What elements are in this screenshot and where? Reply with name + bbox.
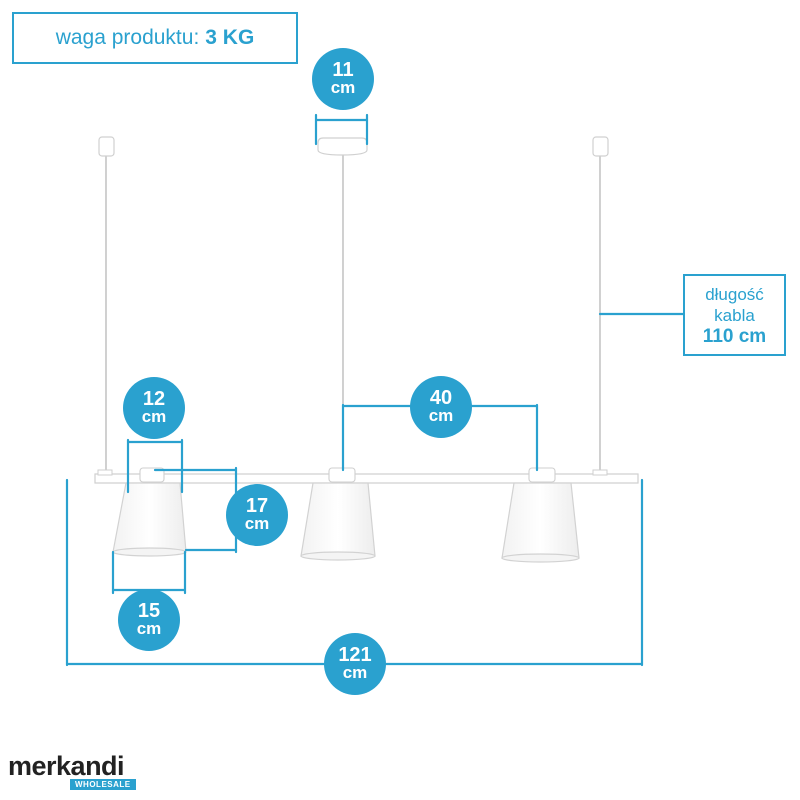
lamp-bar — [94, 469, 639, 484]
canopy-width-unit: cm — [330, 78, 356, 97]
lamp-holders — [139, 467, 556, 483]
total-width-unit: cm — [342, 663, 368, 682]
merkandi-logo: merkandi WHOLESALE — [8, 751, 136, 790]
product-weight-box: waga produktu: 3 KG — [12, 12, 298, 64]
shade-left — [112, 482, 187, 553]
lamp-shades — [112, 482, 580, 563]
logo-wordmark: merkandi — [8, 751, 125, 781]
suspension-cables — [105, 152, 601, 475]
dimension-lines — [65, 113, 685, 667]
shade-top-value: 12 — [142, 388, 166, 410]
weight-value: 3 KG — [205, 26, 255, 49]
ceiling-canopies — [98, 136, 609, 157]
spacing-unit: cm — [428, 406, 454, 425]
shade-bottom-bubble: 15 cm — [118, 589, 180, 651]
cable-length-value: 110 cm — [702, 325, 767, 347]
shade-height-bubble: 17 cm — [226, 484, 288, 546]
canopy-width-bubble: 11 cm — [312, 48, 374, 110]
shade-top-bubble: 12 cm — [123, 377, 185, 439]
total-width-bubble: 121 cm — [324, 633, 386, 695]
canopy-width-value: 11 — [332, 59, 354, 81]
shade-top-unit: cm — [141, 407, 167, 426]
total-width-value: 121 — [338, 644, 372, 666]
cable-label-line1: długość — [705, 284, 764, 304]
spacing-bubble: 40 cm — [410, 376, 472, 438]
shade-bottom-value: 15 — [137, 600, 161, 622]
logo-tag: WHOLESALE — [70, 779, 136, 790]
shade-bottom-unit: cm — [136, 619, 162, 638]
cable-length-box: długość kabla 110 cm — [683, 274, 786, 356]
shade-right — [501, 482, 580, 559]
cable-label-line2: kabla — [714, 305, 755, 325]
shade-middle — [300, 482, 376, 557]
weight-label: waga produktu: — [55, 26, 200, 49]
shade-height-unit: cm — [244, 514, 270, 533]
spacing-value: 40 — [429, 387, 453, 409]
shade-height-value: 17 — [245, 495, 269, 517]
